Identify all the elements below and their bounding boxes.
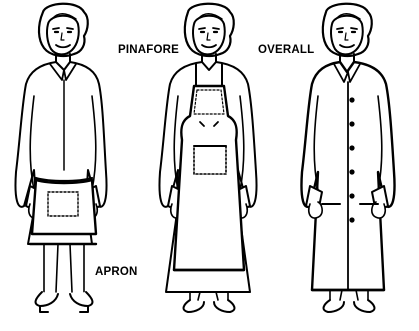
figure-apron	[15, 4, 106, 312]
apron-label: APRON	[95, 267, 138, 279]
overall-label: OVERALL	[258, 45, 314, 57]
figure-overall	[301, 4, 394, 312]
pinafore-figure-face	[193, 16, 225, 55]
overall-figure-face	[331, 16, 363, 55]
pinafore-label: PINAFORE	[118, 45, 179, 57]
apron-garment	[32, 180, 96, 234]
apron-figure-face	[47, 16, 79, 55]
